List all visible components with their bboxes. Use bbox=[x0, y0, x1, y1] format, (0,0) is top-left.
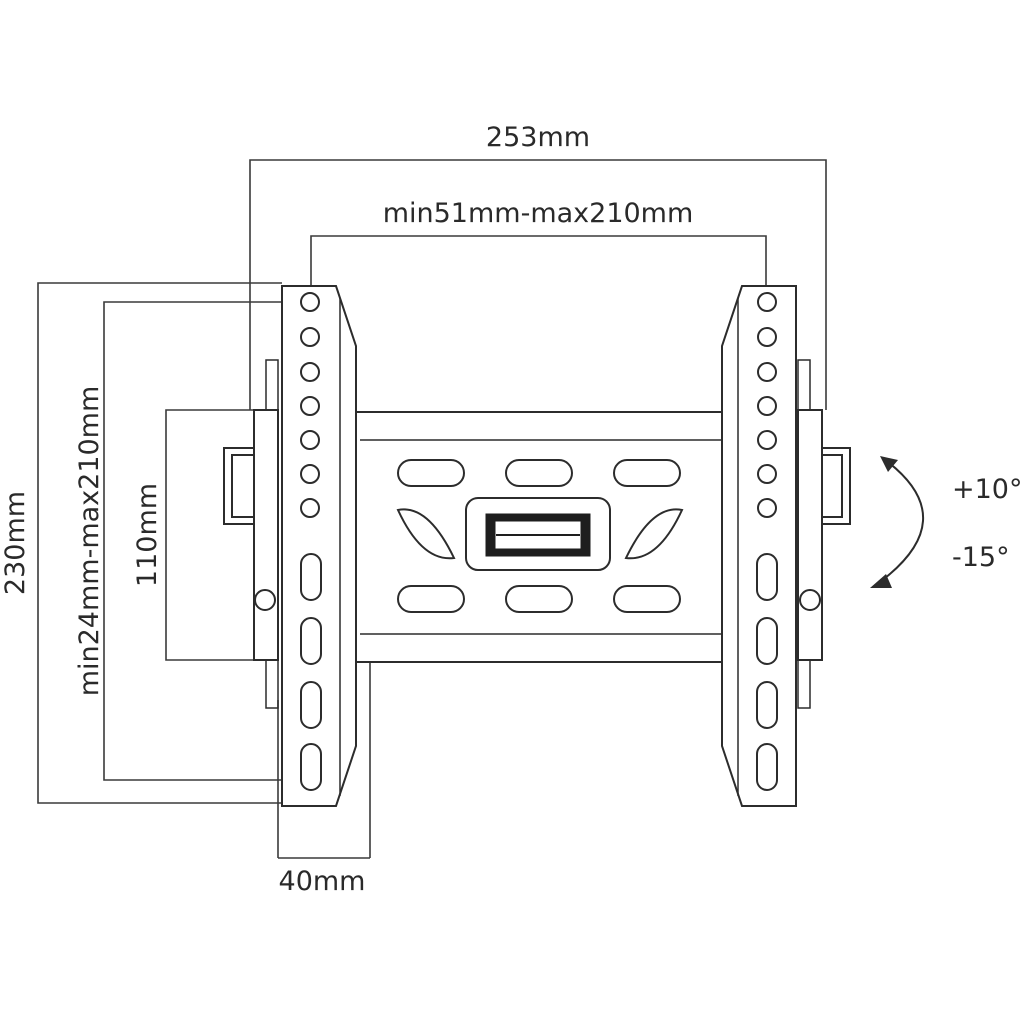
wall-plate bbox=[347, 411, 737, 663]
dimension-vesa-vertical: min24mm-max210mm bbox=[74, 301, 311, 781]
vesa-horizontal-label: min51mm-max210mm bbox=[383, 198, 694, 229]
tilt-down-label: -15° bbox=[952, 542, 1010, 573]
overall-height-label: 230mm bbox=[0, 491, 31, 595]
wall-plate-height-label: 110mm bbox=[132, 483, 163, 587]
dimension-230mm: 230mm bbox=[0, 282, 282, 804]
tilt-up-label: +10° bbox=[952, 474, 1022, 505]
left-vertical-bracket bbox=[223, 285, 357, 807]
overall-width-label: 253mm bbox=[486, 122, 590, 153]
left-bracket-holes bbox=[300, 292, 322, 791]
dimension-40mm: 40mm bbox=[277, 660, 371, 897]
right-vertical-bracket bbox=[721, 285, 851, 807]
tilt-arrow-icon bbox=[870, 456, 924, 588]
vesa-vertical-label: min24mm-max210mm bbox=[74, 386, 105, 697]
dimension-253mm: 253mm bbox=[249, 122, 827, 410]
depth-label: 40mm bbox=[279, 866, 366, 897]
right-bracket-holes bbox=[756, 292, 778, 791]
dimension-vesa-horizontal: min51mm-max210mm bbox=[310, 198, 767, 300]
dimension-110mm: 110mm bbox=[132, 409, 258, 661]
